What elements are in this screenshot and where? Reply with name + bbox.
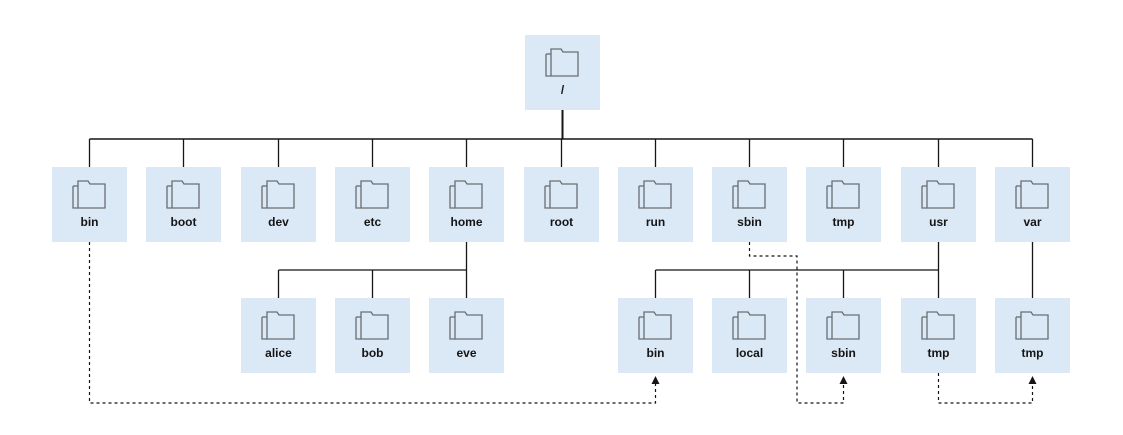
- node-label: dev: [268, 215, 289, 229]
- folder-icon: [261, 180, 295, 209]
- folder-icon: [449, 311, 483, 340]
- node-home-eve[interactable]: eve: [429, 298, 504, 373]
- folder-icon: [355, 180, 389, 209]
- node-var-tmp[interactable]: tmp: [995, 298, 1070, 373]
- node-label: eve: [456, 346, 477, 360]
- symlink-arrow-usr-sbin: [839, 376, 848, 384]
- node-root[interactable]: /: [525, 35, 600, 110]
- node-var[interactable]: var: [995, 167, 1070, 242]
- node-label: var: [1023, 215, 1042, 229]
- node-label: tmp: [1021, 346, 1044, 360]
- symlink-usr-tmp-to-var-tmp: [937, 373, 1034, 404]
- node-home-alice[interactable]: alice: [241, 298, 316, 373]
- folder-icon: [72, 180, 106, 209]
- folder-icon: [1015, 311, 1049, 340]
- folder-icon: [545, 48, 579, 77]
- node-label: boot: [170, 215, 197, 229]
- node-label: local: [735, 346, 764, 360]
- folder-icon: [638, 311, 672, 340]
- symlink-arrow-var-tmp: [1028, 376, 1037, 384]
- symlink-arrow-usr-bin: [651, 376, 660, 384]
- node-usr[interactable]: usr: [901, 167, 976, 242]
- folder-icon: [166, 180, 200, 209]
- folder-icon: [544, 180, 578, 209]
- folder-icon: [449, 180, 483, 209]
- folder-icon: [638, 180, 672, 209]
- node-label: tmp: [927, 346, 950, 360]
- node-usr-local[interactable]: local: [712, 298, 787, 373]
- node-label: tmp: [832, 215, 855, 229]
- folder-icon: [921, 311, 955, 340]
- folder-icon: [921, 180, 955, 209]
- node-label: bin: [80, 215, 99, 229]
- folder-icon: [732, 180, 766, 209]
- node-label: etc: [363, 215, 382, 229]
- folder-icon: [261, 311, 295, 340]
- node-label: usr: [929, 215, 948, 229]
- node-label: alice: [265, 346, 292, 360]
- node-run[interactable]: run: [618, 167, 693, 242]
- symlink-bin-to-usr-bin: [88, 242, 657, 404]
- node-label: root: [549, 215, 574, 229]
- folder-icon: [732, 311, 766, 340]
- node-usr-sbin[interactable]: sbin: [806, 298, 881, 373]
- node-etc[interactable]: etc: [335, 167, 410, 242]
- folder-icon: [826, 180, 860, 209]
- node-label: bin: [646, 346, 665, 360]
- symlink-sbin-to-usr-sbin: [748, 242, 845, 404]
- node-tmp[interactable]: tmp: [806, 167, 881, 242]
- node-sbin[interactable]: sbin: [712, 167, 787, 242]
- node-label: run: [645, 215, 666, 229]
- node-label: /: [560, 83, 565, 97]
- node-label: bob: [361, 346, 384, 360]
- folder-icon: [826, 311, 860, 340]
- node-label: home: [450, 215, 483, 229]
- node-dev[interactable]: dev: [241, 167, 316, 242]
- node-boot[interactable]: boot: [146, 167, 221, 242]
- node-label: sbin: [831, 346, 856, 360]
- node-home[interactable]: home: [429, 167, 504, 242]
- node-usr-tmp[interactable]: tmp: [901, 298, 976, 373]
- folder-icon: [355, 311, 389, 340]
- node-bin[interactable]: bin: [52, 167, 127, 242]
- node-label: sbin: [737, 215, 762, 229]
- node-usr-bin[interactable]: bin: [618, 298, 693, 373]
- node-home-bob[interactable]: bob: [335, 298, 410, 373]
- folder-icon: [1015, 180, 1049, 209]
- node-root[interactable]: root: [524, 167, 599, 242]
